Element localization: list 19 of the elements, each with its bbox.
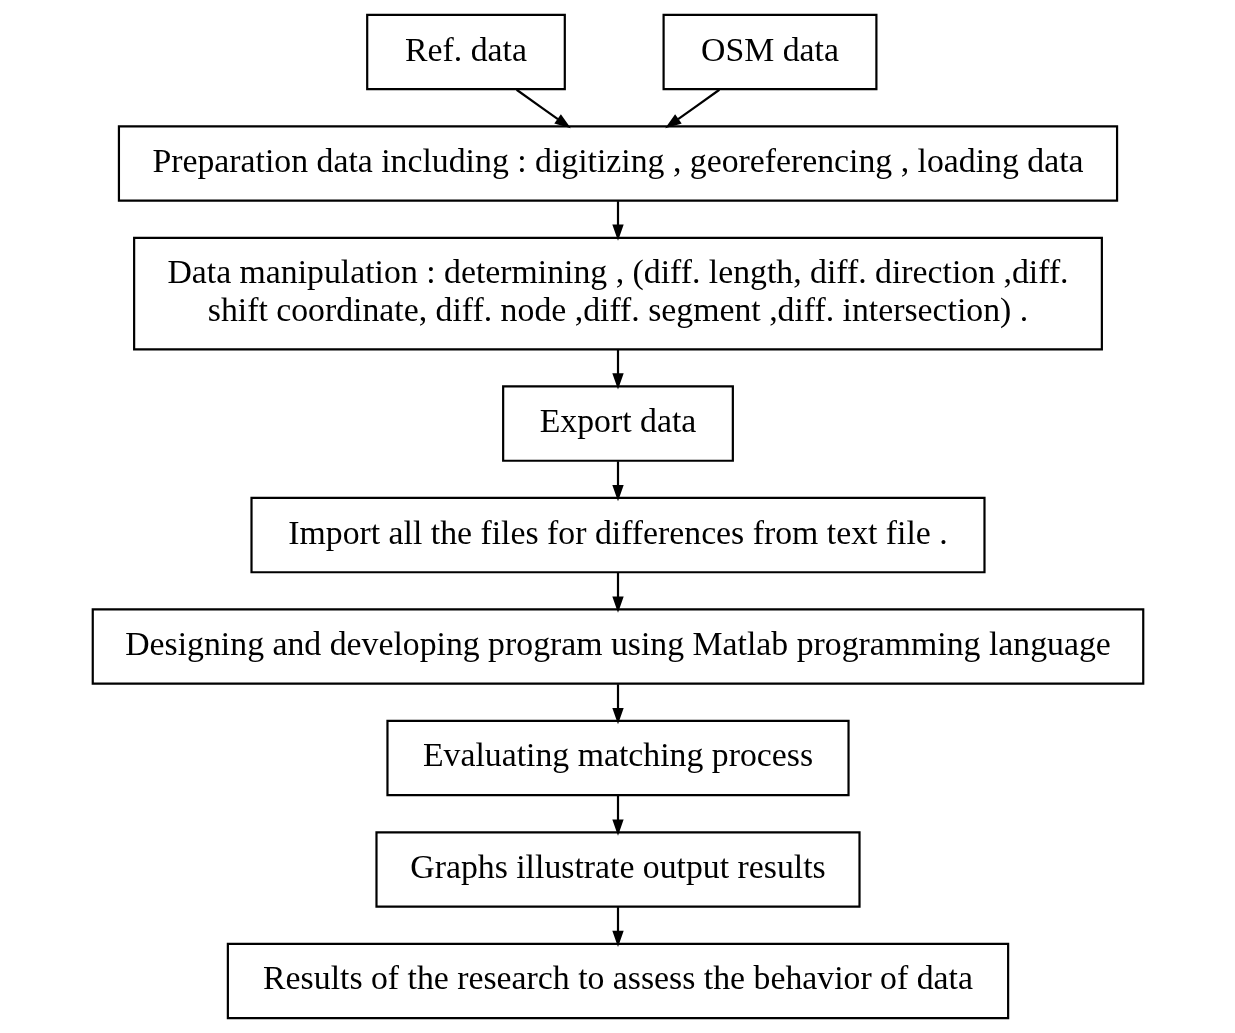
arrow — [664, 88, 720, 129]
arrow — [515, 88, 571, 129]
arrow — [611, 795, 624, 836]
arrow — [611, 349, 624, 390]
node-box: Preparation data including : digitizing , georeferencing , loading data — [117, 125, 1118, 202]
node-box: OSM data — [662, 13, 877, 91]
arrow — [611, 572, 624, 613]
arrow — [611, 684, 624, 725]
node-box: Evaluating matching process — [385, 719, 850, 797]
arrow — [611, 461, 624, 502]
node-box: Data manipulation : determining , (diff. length, diff. direction ,diff. shift coordinate, diff. node ,diff. segment ,diff. intersection) . — [132, 236, 1103, 351]
node-box: Export data — [501, 385, 734, 462]
node-box: Ref. data — [365, 13, 566, 91]
arrow — [611, 907, 624, 948]
arrow — [611, 201, 624, 241]
node-box: Results of the research to assess the behavior of data — [226, 942, 1009, 1020]
node-box: Designing and developing program using Matlab programming language — [91, 608, 1144, 685]
node-box: Graphs illustrate output results — [374, 831, 861, 908]
node-box: Import all the files for differences from text file . — [249, 496, 986, 574]
